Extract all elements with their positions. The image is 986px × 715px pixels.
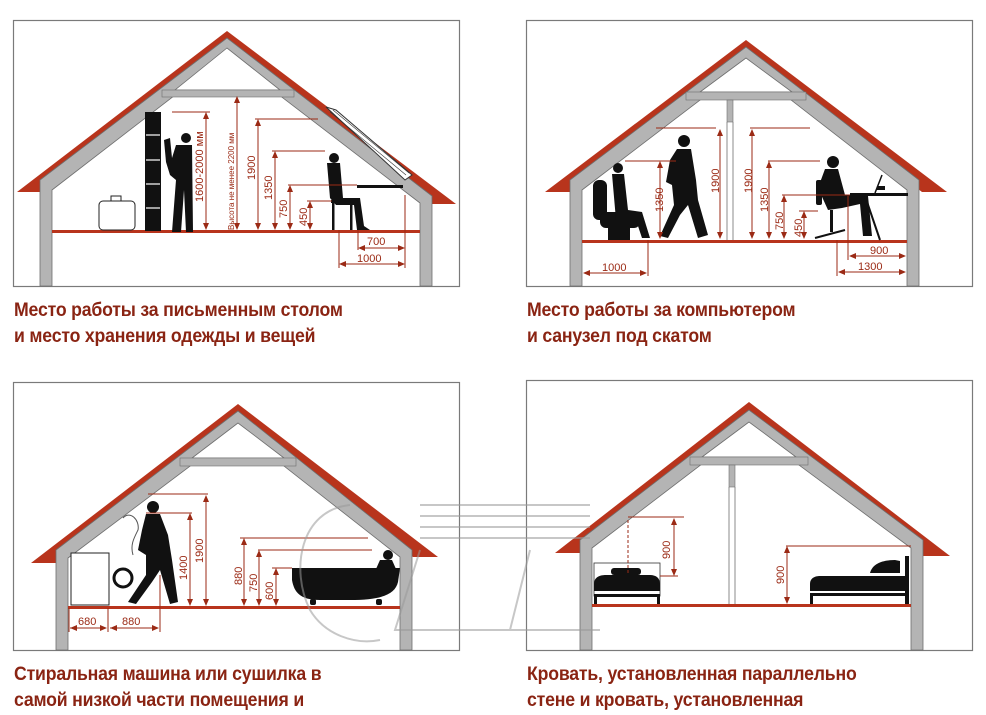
caption-line-2: и место хранения одежды и вещей (14, 326, 316, 347)
dim-880: 880 (233, 567, 245, 585)
dim-1900: 1900 (194, 539, 206, 563)
toilet-person-silhouette (593, 163, 650, 240)
floor (592, 604, 911, 607)
dim-right-900: 900 (775, 566, 787, 584)
dim-750: 750 (278, 200, 290, 218)
bed-icon-right (810, 556, 909, 604)
dim-450: 450 (298, 208, 310, 226)
caption-computer-toilet: Место работы за компьютером и санузел по… (527, 298, 796, 350)
dim-1350: 1350 (263, 176, 275, 200)
caption-line-2: самой низкой части помещения и (14, 690, 305, 711)
panel-computer-toilet: 1350 1900 1900 1350 750 450 1000 900 130… (520, 0, 986, 290)
dim-450: 450 (793, 219, 805, 237)
dim-left-900: 900 (661, 541, 673, 559)
dim-min-height: Высота не менее 2200 мм (227, 133, 236, 230)
floor (582, 240, 907, 243)
caption-line-1: Кровать, установленная параллельно (527, 664, 857, 685)
person-silhouette-standing (164, 133, 193, 232)
caption-line-1: Место работы за письменным столом (14, 300, 343, 321)
dim-1000: 1000 (602, 262, 626, 274)
floor (68, 606, 400, 609)
dimension-lines (172, 99, 406, 268)
dim-700: 700 (367, 236, 385, 248)
panel-beds: 900 900 (520, 370, 986, 660)
attic-diagram-washer-bath: 1400 1900 880 750 600 680 880 (12, 381, 461, 652)
dim-1400: 1400 (178, 556, 190, 580)
dim-750: 750 (248, 574, 260, 592)
caption-washer-bath: Стиральная машина или сушилка в самой ни… (14, 662, 322, 714)
dim-880-width: 880 (122, 616, 140, 628)
dim-shelf-height: 1600-2000 мм (194, 131, 206, 202)
caption-line-2: стене и кровать, установленная (527, 690, 804, 711)
attic-diagram-desk-storage: 1600-2000 мм Высота не менее 2200 мм 190… (12, 19, 461, 288)
dim-1300: 1300 (858, 261, 882, 273)
dim-right-1900: 1900 (743, 169, 755, 193)
caption-line-1: Место работы за компьютером (527, 300, 796, 321)
floor (52, 230, 420, 233)
person-silhouette-seated (327, 153, 403, 230)
caption-line-2: и санузел под скатом (527, 326, 712, 347)
person-silhouette-laundry (128, 501, 178, 604)
dim-left-1350: 1350 (654, 188, 666, 212)
dim-900: 900 (870, 245, 888, 257)
suitcase-icon (98, 200, 136, 231)
dim-left-1900: 1900 (710, 169, 722, 193)
dimension-lines (627, 516, 911, 603)
dim-600: 600 (264, 582, 276, 600)
dim-1000: 1000 (357, 253, 381, 265)
panel-desk-storage: 1600-2000 мм Высота не менее 2200 мм 190… (0, 0, 480, 290)
computer-person-silhouette (814, 156, 908, 241)
dim-right-1350: 1350 (759, 188, 771, 212)
caption-desk-storage: Место работы за письменным столом и мест… (14, 298, 343, 350)
dim-1900: 1900 (246, 156, 258, 180)
panel-washer-bath: 1400 1900 880 750 600 680 880 (0, 370, 480, 660)
caption-line-1: Стиральная машина или сушилка в (14, 664, 322, 685)
shelf-icon (145, 112, 161, 231)
attic-diagram-beds: 900 900 (525, 379, 974, 652)
dim-750: 750 (774, 212, 786, 230)
washing-machine-icon (70, 552, 134, 606)
caption-beds: Кровать, установленная параллельно стене… (527, 662, 857, 714)
dimension-lines (584, 127, 905, 276)
attic-diagram-computer-toilet: 1350 1900 1900 1350 750 450 1000 900 130… (525, 19, 974, 288)
dim-680: 680 (78, 616, 96, 628)
walking-person-silhouette (660, 135, 708, 238)
